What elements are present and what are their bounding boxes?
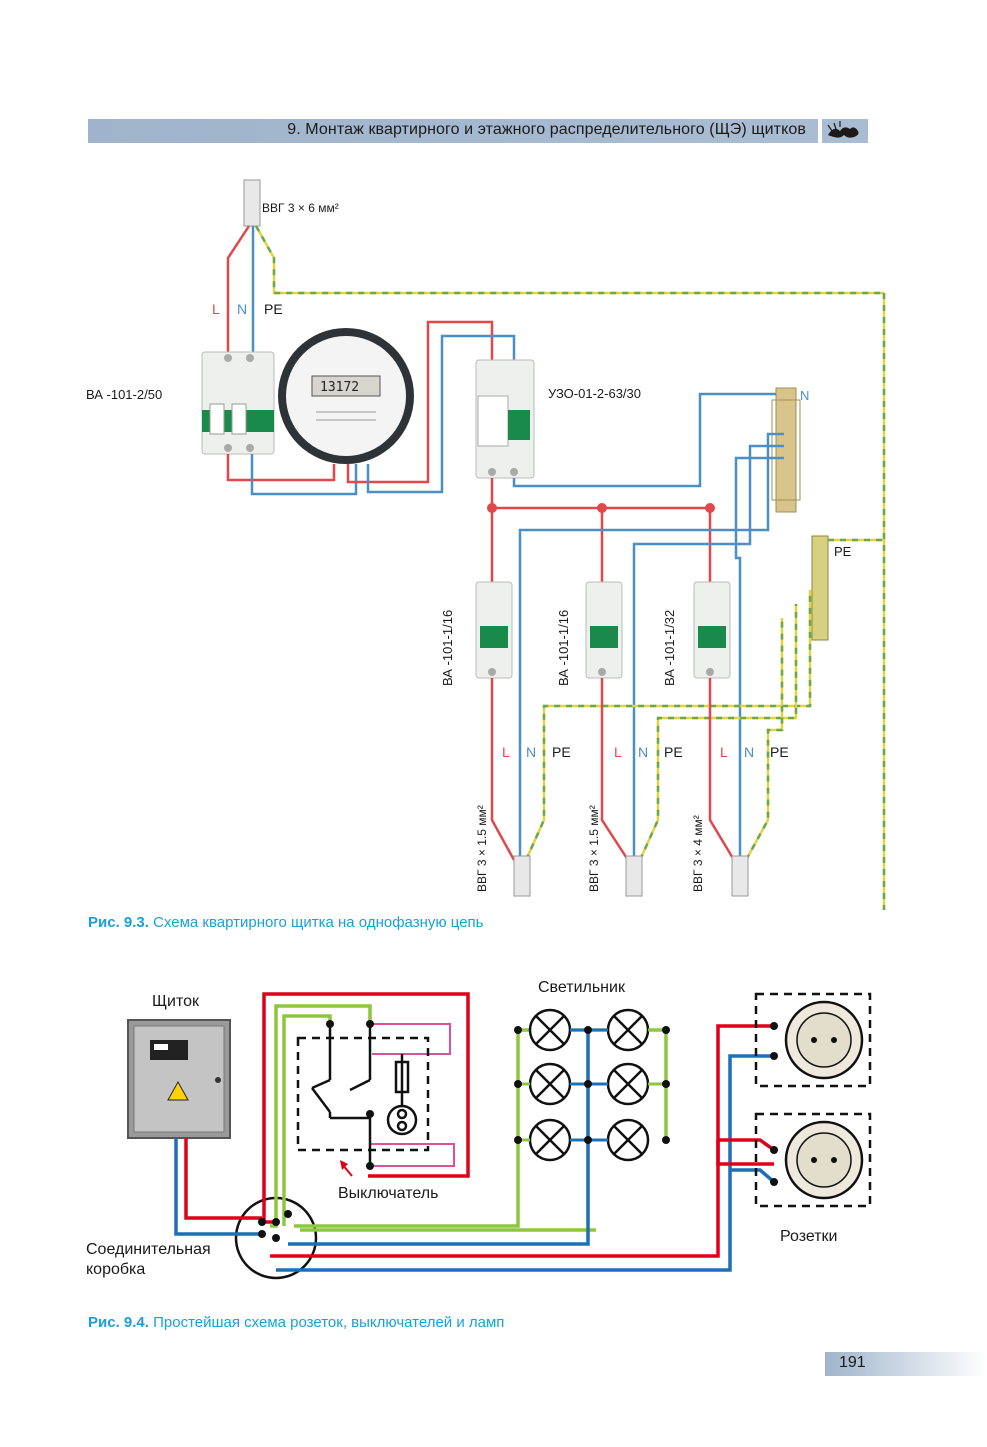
switch-box xyxy=(296,1036,430,1152)
out1-L: L xyxy=(502,744,510,760)
caption-fig-9-3-number: Рис. 9.3. xyxy=(88,914,149,931)
bus-PE-label: PE xyxy=(834,544,852,559)
branch-breaker-3-label: ВА -101-1/32 xyxy=(662,610,677,686)
branch-breaker-2-label: ВА -101-1/16 xyxy=(556,610,571,686)
label-L: L xyxy=(212,301,220,317)
out1-N: N xyxy=(526,744,536,760)
input-cable-sleeve xyxy=(243,179,261,227)
ground-bus xyxy=(811,535,829,641)
label-N: N xyxy=(237,301,247,317)
out2-N: N xyxy=(638,744,648,760)
socket-box-2 xyxy=(754,1112,872,1208)
socket-1 xyxy=(784,1000,864,1080)
cable-top-label: ВВГ 3 × 6 мм² xyxy=(262,201,339,215)
chapter-title: 9. Монтаж квартирного и этажного распред… xyxy=(287,121,806,138)
caption-fig-9-4-text: Простейшая схема розеток, выключателей и… xyxy=(148,1314,505,1331)
out2-L: L xyxy=(614,744,622,760)
lamp-group-label: Светильник xyxy=(538,979,626,996)
junction-box-label-2: коробка xyxy=(86,1261,145,1278)
caption-fig-9-4-number: Рис. 9.4. xyxy=(88,1314,149,1331)
rcd-device xyxy=(475,359,535,479)
out2-PE: PE xyxy=(664,744,683,760)
caption-fig-9-3-text: Схема квартирного щитка на однофазную це… xyxy=(148,914,484,931)
socket-2 xyxy=(784,1120,864,1200)
branch-breaker-1-label: ВА -101-1/16 xyxy=(440,610,455,686)
page-number-bar: 191 xyxy=(825,1352,987,1376)
bus-N-label: N xyxy=(800,388,809,403)
rcd-label: УЗО-01-2-63/30 xyxy=(548,386,641,401)
label-PE: PE xyxy=(264,301,283,317)
panel-label: Щиток xyxy=(152,993,200,1010)
cable-out-2-label: ВВГ 3 × 1.5 мм² xyxy=(587,805,601,892)
sockets-label: Розетки xyxy=(780,1228,837,1245)
main-breaker xyxy=(201,351,275,455)
out3-PE: PE xyxy=(770,744,789,760)
junction-box-label-1: Соединительная xyxy=(86,1241,211,1258)
switch-label: Выключатель xyxy=(338,1185,438,1202)
out1-PE: PE xyxy=(552,744,571,760)
out3-L: L xyxy=(720,744,728,760)
neutral-bus xyxy=(771,387,801,513)
caption-fig-9-3: Рис. 9.3. Схема квартирного щитка на одн… xyxy=(88,914,484,931)
branch-breaker-3 xyxy=(693,581,731,679)
main-breaker-label: ВА -101-2/50 xyxy=(86,387,162,402)
page-number: 191 xyxy=(839,1354,866,1371)
out3-N: N xyxy=(744,744,754,760)
cable-out-3-label: ВВГ 3 × 4 мм² xyxy=(691,815,705,892)
socket-box-1 xyxy=(754,992,872,1088)
meter-reading: 13172 xyxy=(320,380,359,395)
branch-breaker-2 xyxy=(585,581,623,679)
caption-fig-9-4: Рис. 9.4. Простейшая схема розеток, выкл… xyxy=(88,1314,504,1331)
branch-breaker-1 xyxy=(475,581,513,679)
electricity-meter: 13172 xyxy=(278,328,414,464)
cable-out-1-label: ВВГ 3 × 1.5 мм² xyxy=(475,805,489,892)
running-header: 9. Монтаж квартирного и этажного распред… xyxy=(88,119,818,143)
dragon-logo-icon xyxy=(822,119,868,143)
distribution-panel xyxy=(127,1019,231,1139)
